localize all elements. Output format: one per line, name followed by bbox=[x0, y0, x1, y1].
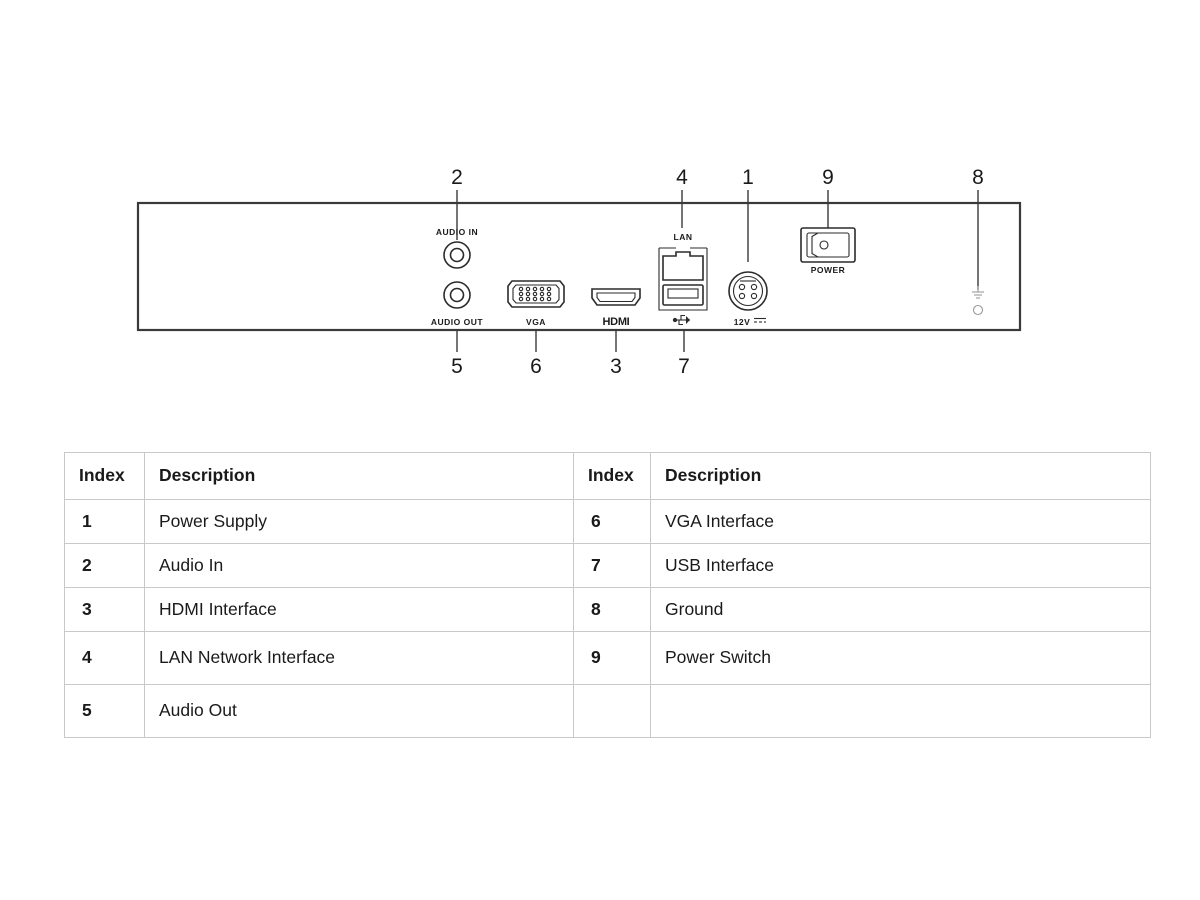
row-index-left: 5 bbox=[64, 684, 145, 738]
header-index-right: Index bbox=[573, 452, 651, 500]
row-index-left: 4 bbox=[64, 631, 145, 685]
row-index-left: 1 bbox=[64, 499, 145, 544]
table-row: 5 Audio Out bbox=[64, 684, 1151, 738]
dc-symbol-icon bbox=[754, 317, 766, 323]
row-index-left: 2 bbox=[64, 543, 145, 588]
header-description-right: Description bbox=[650, 452, 1151, 500]
ground-terminal bbox=[972, 286, 984, 316]
header-index-left: Index bbox=[64, 452, 145, 500]
ground-icon bbox=[972, 286, 984, 299]
callout-number-6: 6 bbox=[530, 355, 542, 378]
row-index-right: 8 bbox=[573, 587, 651, 632]
callout-number-2: 2 bbox=[451, 166, 463, 189]
row-description-right: USB Interface bbox=[650, 543, 1151, 588]
row-index-right: 7 bbox=[573, 543, 651, 588]
audio-out-label: AUDIO OUT bbox=[431, 317, 484, 327]
ground-screw-hole bbox=[972, 304, 984, 316]
power-switch-label: POWER bbox=[811, 265, 846, 275]
row-index-right: 6 bbox=[573, 499, 651, 544]
power-supply-jack: 12V bbox=[728, 271, 768, 327]
callout-number-5: 5 bbox=[451, 355, 463, 378]
hdmi-port: HDMI bbox=[591, 288, 641, 328]
table-row: 1 Power Supply 6 VGA Interface bbox=[64, 499, 1151, 544]
rear-panel-chassis bbox=[136, 201, 1022, 332]
row-description-right: Power Switch bbox=[650, 631, 1151, 685]
lan-label: LAN bbox=[674, 232, 693, 242]
header-description-left: Description bbox=[144, 452, 574, 500]
rear-panel-diagram: 2 4 1 9 8 5 6 3 7 AUDIO IN AUDIO OUT bbox=[0, 0, 1200, 420]
audio-in-port: AUDIO IN bbox=[436, 227, 478, 269]
audio-out-port: AUDIO OUT bbox=[431, 281, 484, 327]
power-supply-label: 12V bbox=[734, 317, 751, 327]
audio-in-label: AUDIO IN bbox=[436, 227, 478, 237]
lan-usb-stack: LAN bbox=[658, 232, 708, 326]
index-legend-table: Index Description Index Description 1 Po… bbox=[64, 452, 1151, 738]
usb-trident-icon bbox=[672, 314, 690, 326]
vga-port: VGA bbox=[507, 280, 565, 327]
callout-number-7: 7 bbox=[678, 355, 690, 378]
row-description-left: LAN Network Interface bbox=[144, 631, 574, 685]
power-switch[interactable]: POWER bbox=[800, 227, 856, 275]
hdmi-label: HDMI bbox=[603, 316, 630, 328]
table-row: 4 LAN Network Interface 9 Power Switch bbox=[64, 631, 1151, 685]
row-index-left: 3 bbox=[64, 587, 145, 632]
row-description-left: Power Supply bbox=[144, 499, 574, 544]
row-description-left: Audio Out bbox=[144, 684, 574, 738]
callout-number-9: 9 bbox=[822, 166, 834, 189]
row-description-left: Audio In bbox=[144, 543, 574, 588]
table-row: 2 Audio In 7 USB Interface bbox=[64, 543, 1151, 588]
callout-number-3: 3 bbox=[610, 355, 622, 378]
row-description-right bbox=[650, 684, 1151, 738]
row-description-right: Ground bbox=[650, 587, 1151, 632]
row-index-right: 9 bbox=[573, 631, 651, 685]
table-header-row: Index Description Index Description bbox=[64, 452, 1151, 500]
callout-number-8: 8 bbox=[972, 166, 984, 189]
row-description-right: VGA Interface bbox=[650, 499, 1151, 544]
callout-number-4: 4 bbox=[676, 166, 688, 189]
row-index-right bbox=[573, 684, 651, 738]
table-row: 3 HDMI Interface 8 Ground bbox=[64, 587, 1151, 632]
vga-label: VGA bbox=[526, 317, 546, 327]
row-description-left: HDMI Interface bbox=[144, 587, 574, 632]
callout-number-1: 1 bbox=[742, 166, 754, 189]
